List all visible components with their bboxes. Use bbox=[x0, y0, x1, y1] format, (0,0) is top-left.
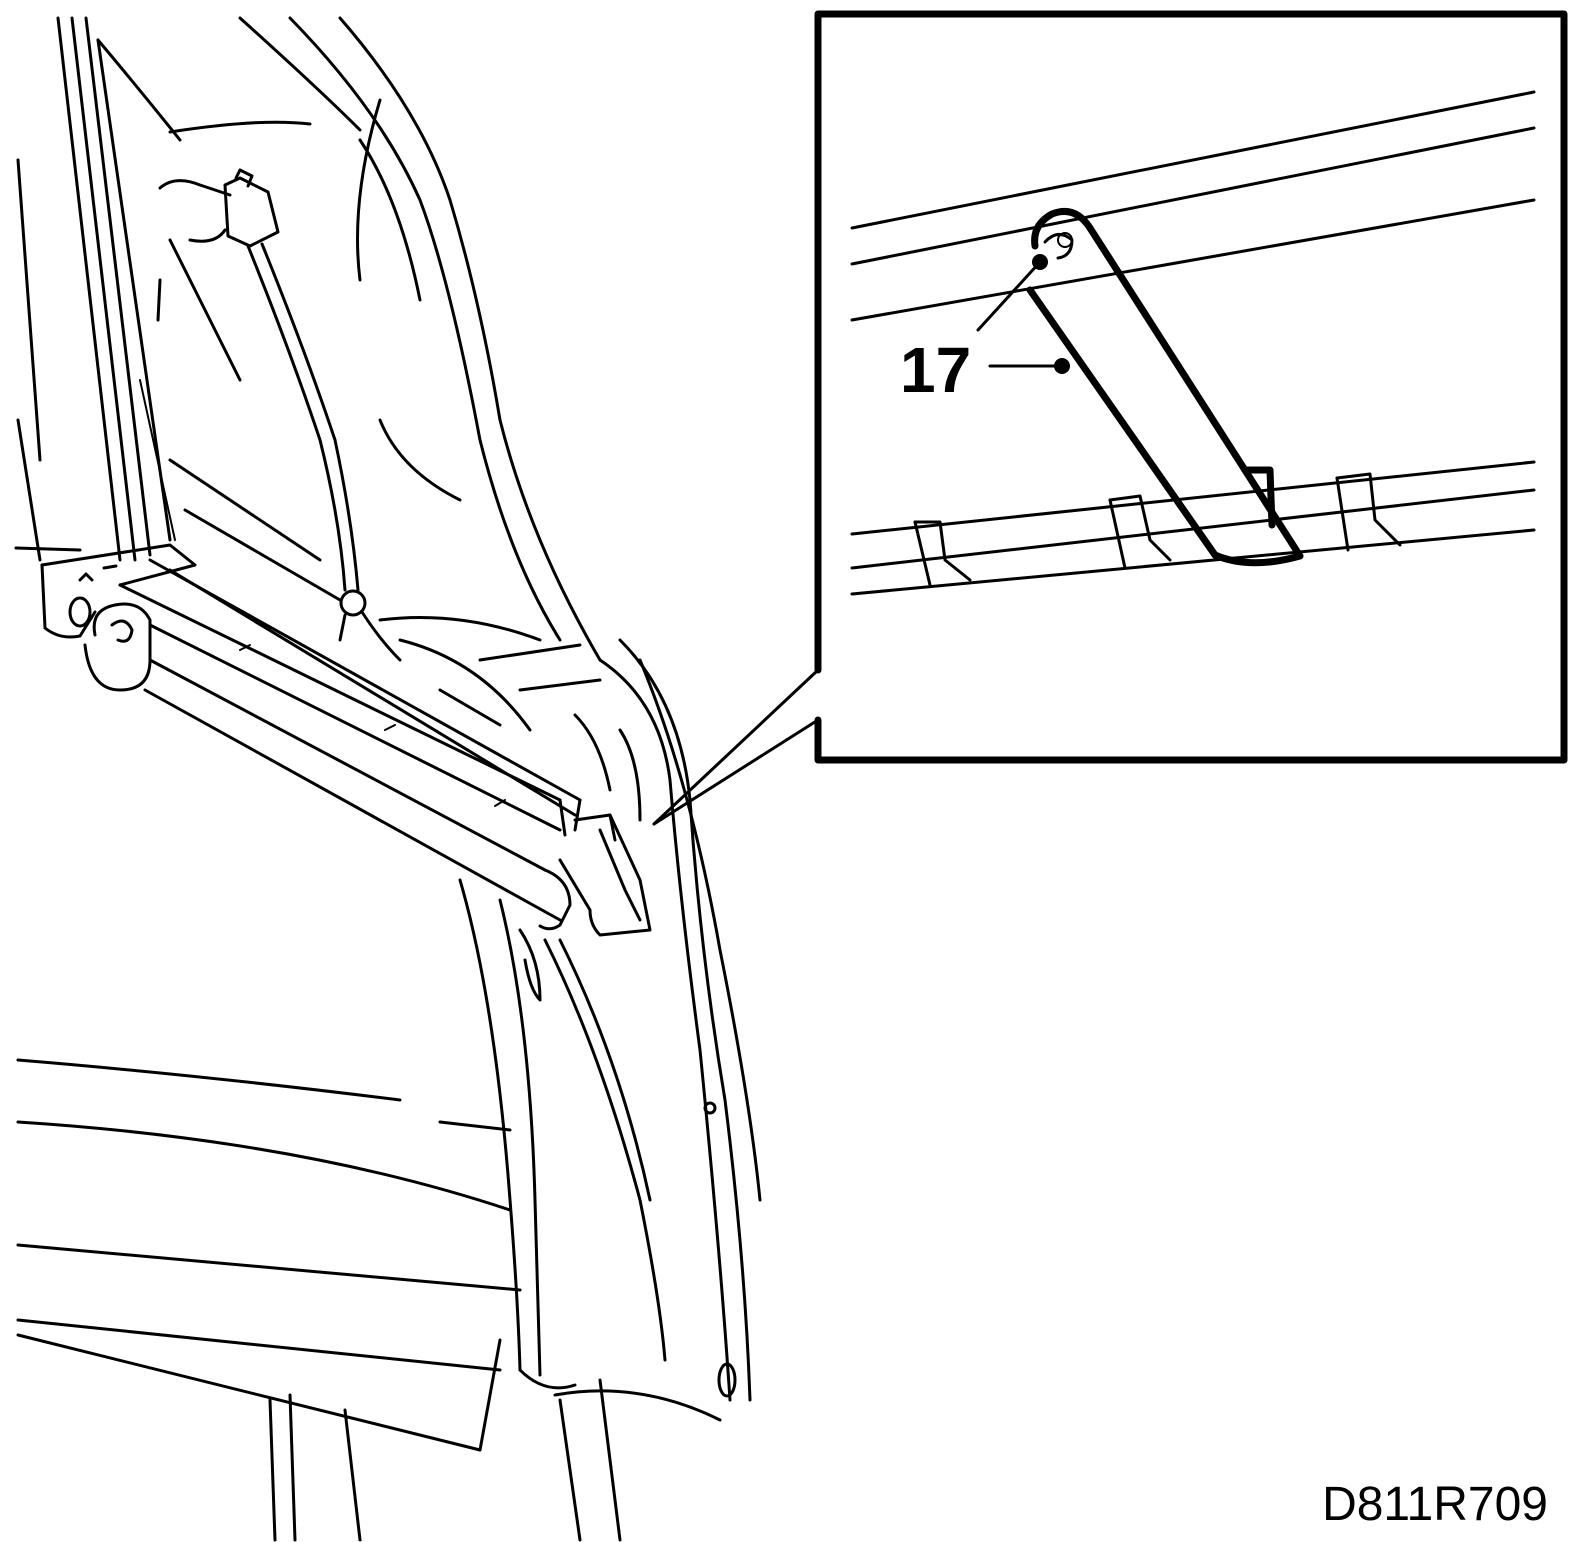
wiring-harness bbox=[158, 168, 402, 662]
detail-inset: 17 bbox=[814, 10, 1568, 764]
lower-panels bbox=[16, 1058, 522, 1542]
strut-assembly bbox=[40, 543, 582, 931]
pillar-post bbox=[458, 878, 722, 1542]
door-frame-pillar bbox=[56, 16, 182, 562]
inset-clips bbox=[913, 472, 1402, 587]
roof-lines bbox=[156, 16, 602, 662]
figure-code: D811R709 bbox=[1322, 1478, 1548, 1531]
inner-trim bbox=[168, 458, 602, 732]
main-view bbox=[14, 16, 820, 1542]
inset-strap bbox=[1026, 208, 1304, 567]
strut-bracket bbox=[558, 713, 652, 937]
outer-frame bbox=[598, 638, 762, 1402]
left-frame-lines bbox=[14, 158, 82, 562]
callout-leaders bbox=[976, 254, 1070, 374]
callout-number-17: 17 bbox=[900, 334, 971, 406]
detail-pointer bbox=[652, 668, 820, 826]
